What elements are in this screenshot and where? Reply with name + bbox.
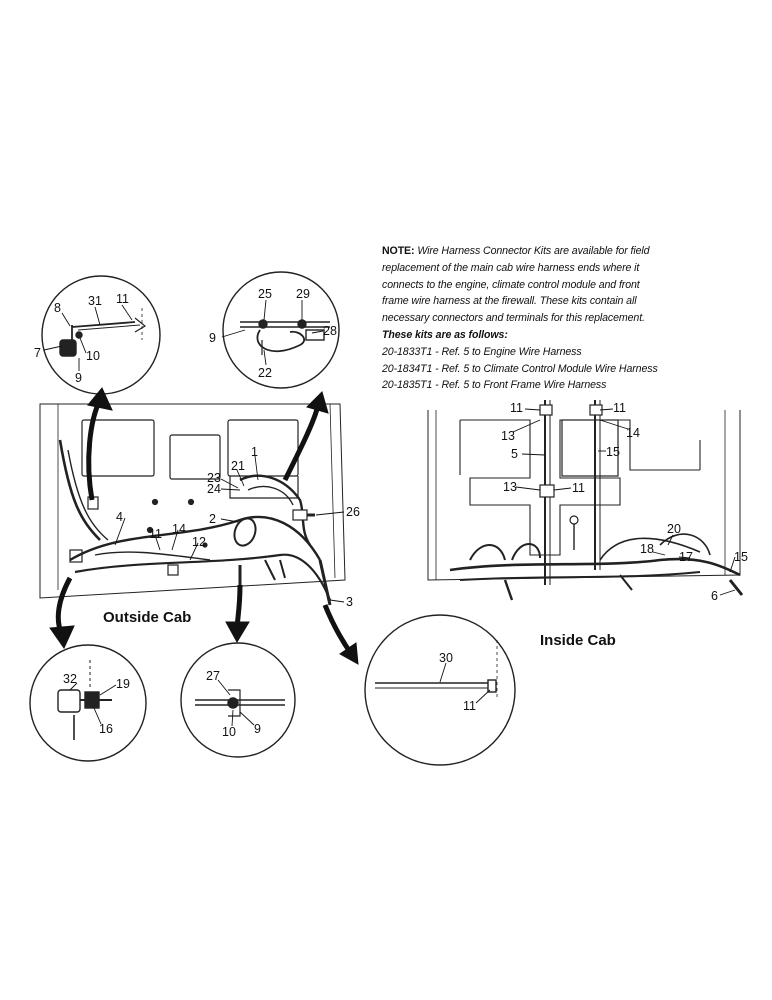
callout-11-a: 11 xyxy=(510,401,523,415)
callout-29: 29 xyxy=(296,287,310,301)
callouts-detail-5: 30 11 xyxy=(439,651,476,713)
callout-15-b: 15 xyxy=(734,550,748,564)
detail-arrows xyxy=(49,387,359,665)
callouts-outside-cab: 1 21 23 24 2 26 4 11 14 12 3 xyxy=(116,445,360,609)
callout-9: 9 xyxy=(254,722,261,736)
callout-31: 31 xyxy=(88,294,102,308)
callout-10: 10 xyxy=(222,725,236,739)
callout-3: 3 xyxy=(346,595,353,609)
callout-2: 2 xyxy=(209,512,216,526)
note-line-4: frame wire harness at the firewall. Thes… xyxy=(382,295,637,308)
callout-17: 17 xyxy=(679,550,693,564)
note-line-1: NOTE: Wire Harness Connector Kits are av… xyxy=(382,245,650,257)
callout-28: 28 xyxy=(323,324,337,338)
note-line-3: connects to the engine, climate control … xyxy=(382,278,640,291)
detail-circle-4 xyxy=(180,642,296,758)
kit-item-2: 20-1834T1 - Ref. 5 to Climate Control Mo… xyxy=(382,362,658,375)
callout-11: 11 xyxy=(463,699,476,713)
callout-11: 11 xyxy=(149,527,162,541)
detail-circle-3 xyxy=(29,644,147,762)
callout-30: 30 xyxy=(439,651,453,665)
callout-25: 25 xyxy=(258,287,272,301)
callouts-detail-1: 8 31 11 7 10 9 xyxy=(34,292,129,385)
outside-cab-panel xyxy=(39,403,346,606)
callout-16: 16 xyxy=(99,722,113,736)
callout-18: 18 xyxy=(640,542,654,556)
callout-10: 10 xyxy=(86,349,100,363)
callouts-detail-2: 25 29 9 28 22 xyxy=(209,287,337,380)
inside-cab-panel xyxy=(427,400,744,601)
callout-32: 32 xyxy=(63,672,77,686)
callout-11-c: 11 xyxy=(572,481,585,495)
callout-27: 27 xyxy=(206,669,220,683)
detail-circle-5 xyxy=(364,614,516,766)
note-lead: NOTE: xyxy=(382,245,415,257)
callout-19: 19 xyxy=(116,677,130,691)
callout-20: 20 xyxy=(667,522,681,536)
callout-5: 5 xyxy=(511,447,518,461)
arrow-to-detail-1 xyxy=(86,398,103,501)
callout-6: 6 xyxy=(711,589,718,603)
callout-9: 9 xyxy=(209,331,216,345)
callout-12: 12 xyxy=(192,535,206,549)
note-kits-intro: These kits are as follows: xyxy=(382,328,508,341)
caption-outside-cab: Outside Cab xyxy=(103,609,192,626)
callout-11: 11 xyxy=(116,292,129,306)
callout-7: 7 xyxy=(34,346,41,360)
callouts-detail-3: 32 19 16 xyxy=(63,672,130,736)
leader-lines xyxy=(43,299,736,727)
arrow-to-detail-2 xyxy=(282,404,321,482)
kit-item-1: 20-1833T1 - Ref. 5 to Engine Wire Harnes… xyxy=(382,345,582,358)
kit-item-3: 20-1835T1 - Ref. 5 to Front Frame Wire H… xyxy=(382,379,607,392)
callout-1: 1 xyxy=(251,445,258,459)
callout-15: 15 xyxy=(606,445,620,459)
callout-13: 13 xyxy=(501,429,515,443)
callout-14: 14 xyxy=(626,426,640,440)
wire-harness-note: NOTE: Wire Harness Connector Kits are av… xyxy=(382,243,760,394)
caption-inside-cab: Inside Cab xyxy=(540,632,616,649)
callout-13-b: 13 xyxy=(503,480,517,494)
note-line-2: replacement of the main cab wire harness… xyxy=(382,261,640,274)
callout-11-b: 11 xyxy=(613,401,626,415)
callout-23: 23 xyxy=(207,471,221,485)
callout-21: 21 xyxy=(231,459,245,473)
detail-circle-2 xyxy=(222,271,340,389)
callout-22: 22 xyxy=(258,366,272,380)
callouts-detail-4: 27 10 9 xyxy=(206,669,261,739)
arrow-to-detail-5 xyxy=(322,604,355,657)
callout-9: 9 xyxy=(75,371,82,385)
callout-14: 14 xyxy=(172,522,186,536)
callout-24: 24 xyxy=(207,482,221,496)
callout-26: 26 xyxy=(346,505,360,519)
note-line-5: necessary connectors and terminals for t… xyxy=(382,312,645,325)
callout-8: 8 xyxy=(54,301,61,315)
callout-4: 4 xyxy=(116,510,123,524)
callouts-inside-cab: 11 11 13 14 5 15 13 11 20 18 17 15 6 xyxy=(501,401,748,603)
